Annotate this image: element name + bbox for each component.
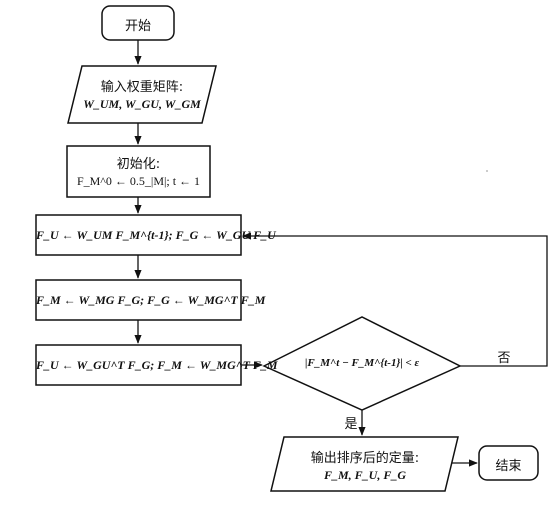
edge-label-no: 否 bbox=[497, 351, 511, 366]
end-label: 结束 bbox=[495, 459, 522, 474]
output-parallelogram bbox=[270, 436, 459, 492]
init-label: 初始化: bbox=[116, 157, 161, 172]
start-label: 开始 bbox=[124, 19, 151, 34]
step1-formula: F_U ← W_UM F_M^{t-1}; F_G ← W_GU F_U bbox=[36, 228, 276, 242]
edge-decision-loop-no bbox=[242, 232, 548, 367]
output-label: 输出排序后的定量: bbox=[310, 451, 420, 466]
init-box bbox=[66, 145, 211, 198]
step2-formula: F_M ← W_MG F_G; F_G ← W_MG^T F_M bbox=[36, 293, 266, 307]
step3-formula: F_U ← W_GU^T F_G; F_M ← W_MG^T F_M bbox=[36, 358, 278, 372]
step1-box bbox=[35, 214, 242, 256]
output-formula: F_M, F_U, F_G bbox=[323, 468, 406, 482]
init-formula: F_M^0 ← 0.5_|M|; t ← 1 bbox=[76, 174, 201, 188]
step2-box bbox=[35, 279, 242, 321]
decision-formula: |F_M^t − F_M^{t-1}| < ε bbox=[305, 357, 419, 369]
edge-label-yes: 是 bbox=[344, 417, 358, 432]
input-parallelogram bbox=[67, 65, 217, 124]
step3-box bbox=[35, 344, 242, 386]
input-formula: W_UM, W_GU, W_GM bbox=[83, 97, 201, 111]
end-terminal bbox=[478, 445, 539, 481]
input-label: 输入权重矩阵: bbox=[100, 80, 184, 95]
